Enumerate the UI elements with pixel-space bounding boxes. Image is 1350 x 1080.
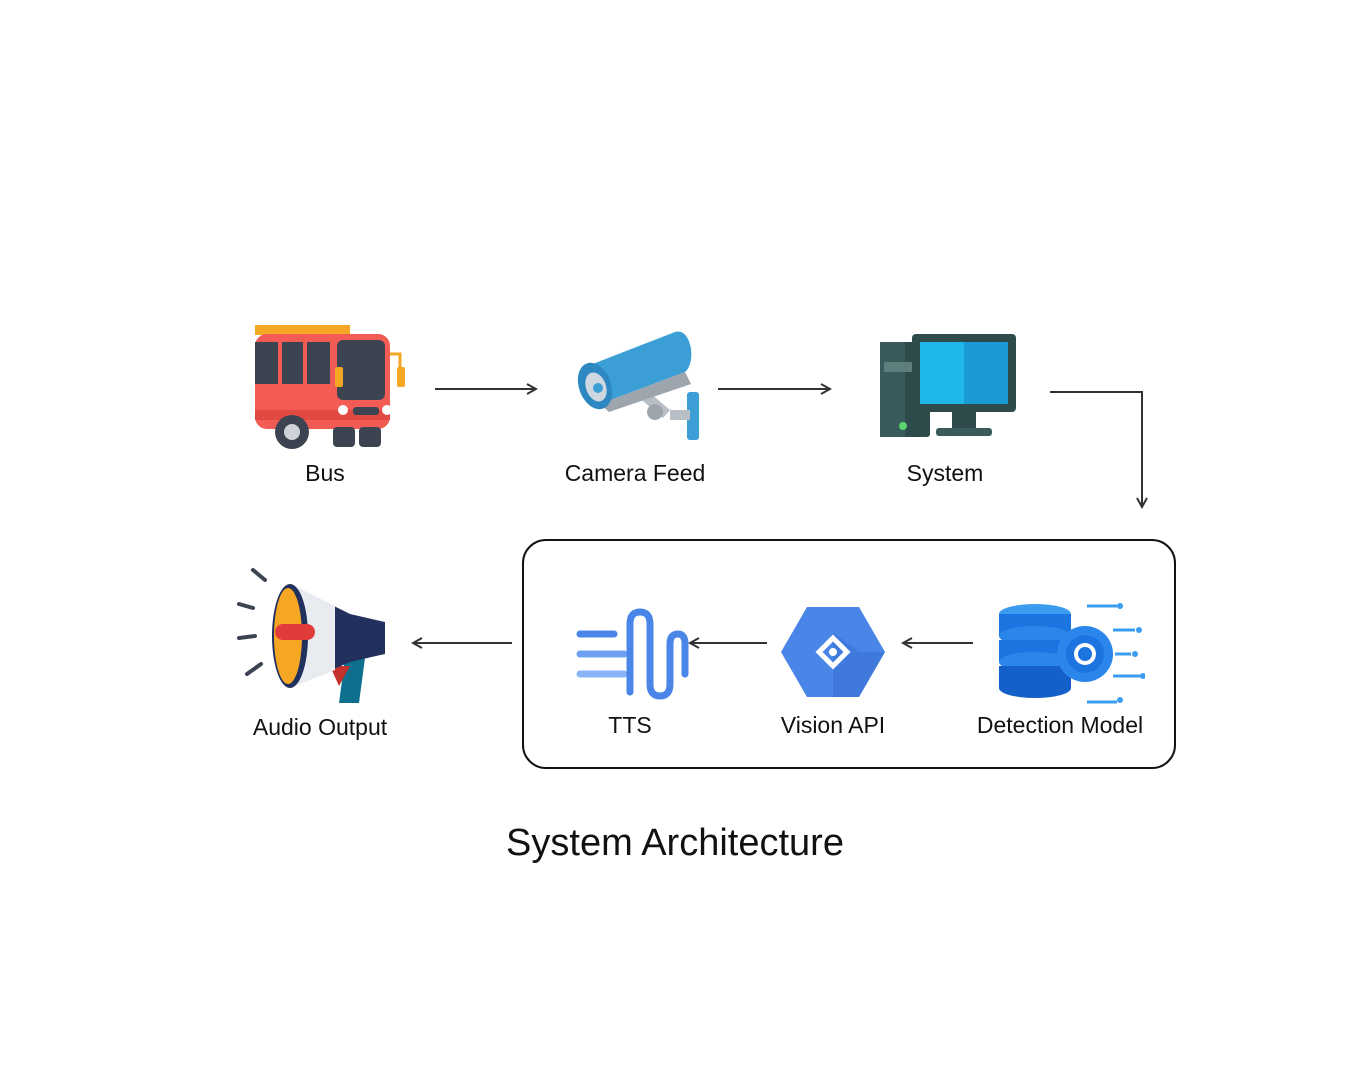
node-label: Camera Feed — [564, 460, 706, 486]
bus-icon — [255, 325, 405, 449]
node-camera-feed: Camera Feed — [545, 322, 725, 487]
node-label: System — [906, 460, 984, 486]
node-label: Audio Output — [252, 714, 388, 740]
node-system: System — [860, 322, 1030, 487]
cctv-camera-icon — [577, 331, 699, 440]
node-label: Vision API — [780, 712, 886, 738]
sound-wave-icon — [576, 608, 689, 700]
vision-api-icon — [781, 607, 885, 697]
arrow-system-to-model — [1050, 391, 1142, 507]
node-label: Bus — [305, 460, 345, 486]
node-label: Detection Model — [976, 712, 1144, 738]
desktop-computer-icon — [880, 334, 1016, 437]
node-bus: Bus — [240, 322, 410, 487]
node-vision-api: Vision API — [763, 604, 903, 739]
megaphone-icon — [237, 568, 385, 703]
node-audio-output: Audio Output — [230, 566, 410, 741]
node-detection-model: Detection Model — [960, 600, 1160, 739]
processing-group-box — [522, 539, 1176, 769]
node-label: TTS — [608, 712, 652, 738]
node-tts: TTS — [560, 604, 700, 739]
diagram-caption: System Architecture — [506, 822, 844, 864]
database-gear-icon — [999, 603, 1145, 704]
